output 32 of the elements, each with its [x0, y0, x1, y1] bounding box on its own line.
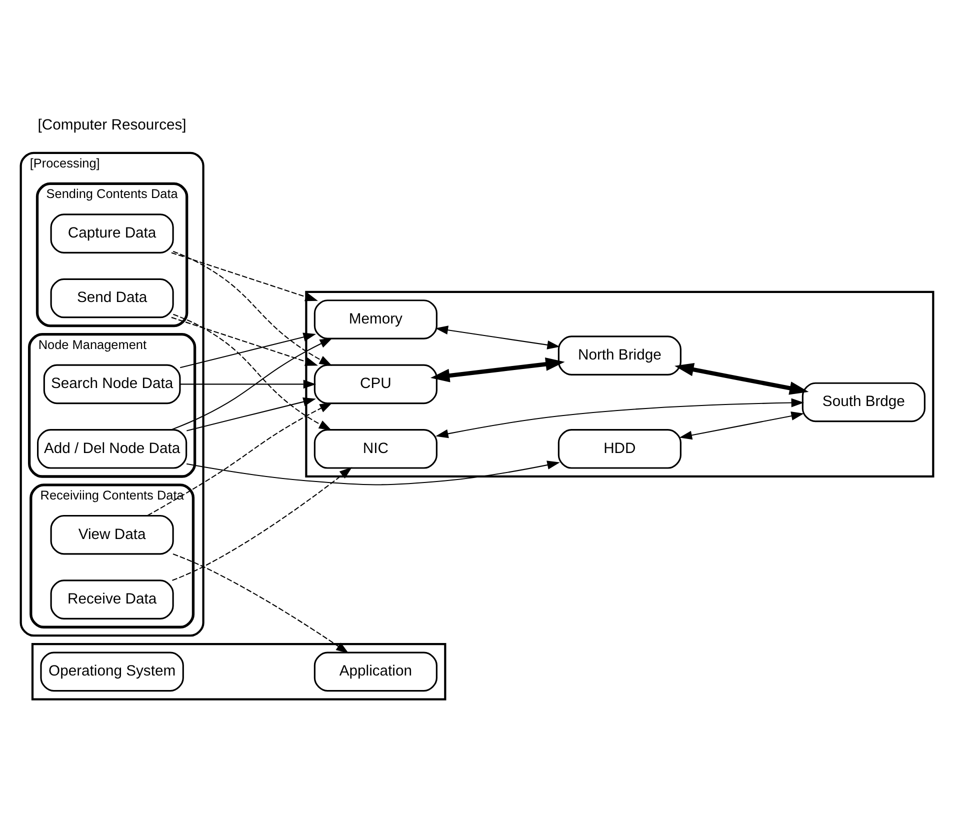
arrow: [186, 397, 316, 432]
arrow: [171, 252, 318, 302]
node-box: HDD: [558, 429, 682, 469]
arrow: [679, 412, 804, 440]
arrow: [173, 314, 332, 430]
node-box: NIC: [314, 429, 438, 469]
arrow: [180, 332, 316, 368]
node-box: Search Node Data: [43, 364, 181, 404]
arrow: [180, 380, 316, 389]
arrow: [171, 316, 318, 366]
node-box: Operationg System: [40, 652, 184, 692]
node-box: View Data: [50, 514, 174, 555]
node-box: Capture Data: [50, 214, 174, 254]
node-box: Add / Del Node Data: [37, 429, 188, 469]
arrow: [436, 398, 804, 438]
label: [Computer Resources]: [38, 117, 186, 134]
arrow: [172, 553, 349, 654]
arrow: [171, 338, 333, 430]
node-box: South Brdge: [802, 382, 926, 422]
arrow: [147, 402, 333, 516]
arrow: [435, 326, 560, 350]
node-box: North Bridge: [558, 336, 682, 376]
arrow: [172, 467, 352, 581]
node-box: Application: [314, 652, 438, 692]
arrow: [430, 358, 565, 382]
arrow: [172, 250, 332, 366]
node-box: CPU: [314, 364, 438, 404]
arrow: [186, 460, 560, 486]
node-box: Receive Data: [50, 580, 174, 620]
arrow: [674, 362, 809, 395]
node-box: Send Data: [50, 278, 174, 318]
node-box: Memory: [314, 300, 438, 340]
